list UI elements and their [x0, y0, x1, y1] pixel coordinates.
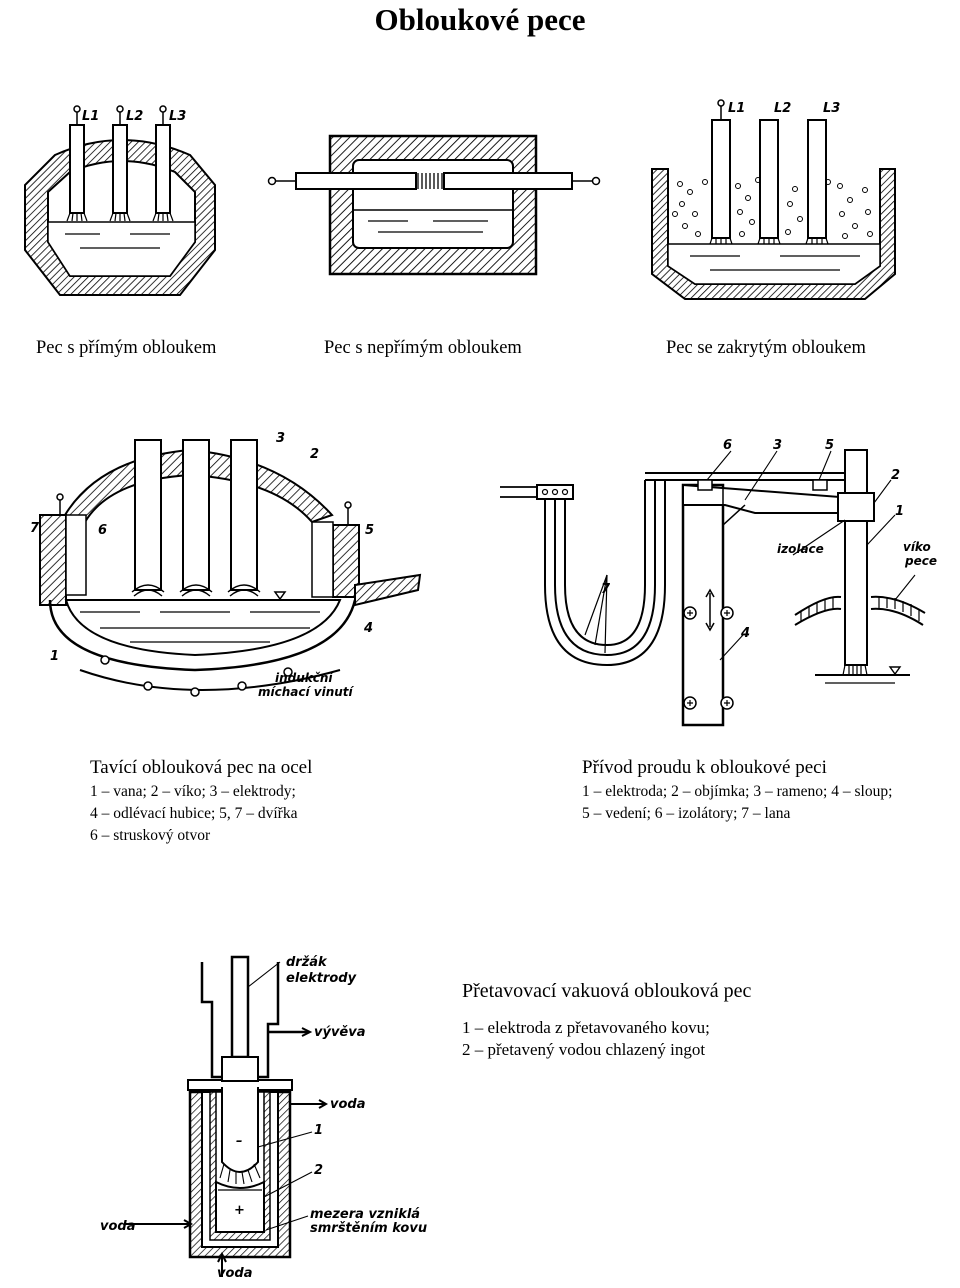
- steel-furnace-caption: Tavící oblouková pec na ocel 1 – vana; 2…: [90, 757, 312, 847]
- supply-legend-line-1: 1 – elektroda; 2 – objímka; 3 – rameno; …: [582, 783, 893, 800]
- supply-legend-line-2: 5 – vedení; 6 – izolátory; 7 – lana: [582, 805, 791, 822]
- steel-part-7: 7: [30, 521, 40, 536]
- vacuum-part-1: 1: [314, 1123, 323, 1138]
- holder-label-line1: držák: [286, 955, 328, 970]
- vacuum-heading: Přetavovací vakuová oblouková pec: [462, 980, 752, 1002]
- lid-label-line1: víko: [903, 540, 931, 554]
- water-out-label: voda: [330, 1097, 365, 1112]
- coil-label-line2: míchací vinutí: [258, 685, 355, 699]
- plus-sign: +: [234, 1203, 245, 1218]
- steel-legend-line-3: 6 – struskový otvor: [90, 827, 211, 844]
- steel-legend-line-2: 4 – odlévací hubice; 5, 7 – dvířka: [90, 805, 298, 822]
- electrode-label-l3-covered: L3: [823, 101, 840, 116]
- supply-part-7: 7: [601, 582, 611, 597]
- steel-part-4: 4: [363, 621, 373, 636]
- electrode-label-l3: L3: [169, 109, 186, 124]
- vacuum-arc-furnace-diagram: držák elektrody vývěva voda voda voda me…: [100, 955, 427, 1281]
- covered-arc-furnace-diagram: L1 L2 L3: [651, 99, 896, 300]
- steel-legend-line-1: 1 – vana; 2 – víko; 3 – elektrody;: [90, 783, 296, 800]
- steel-part-6: 6: [98, 523, 107, 538]
- supply-heading: Přívod proudu k obloukové peci: [582, 757, 827, 778]
- steel-part-2: 2: [310, 447, 319, 462]
- supply-part-4: 4: [740, 626, 750, 641]
- steel-furnace-heading: Tavící oblouková pec na ocel: [90, 757, 313, 778]
- electrode-label-l2: L2: [126, 109, 143, 124]
- holder-label-line2: elektrody: [286, 971, 357, 986]
- current-supply-diagram: 6 3 5 2 1 4 7 izolace víko pece: [500, 438, 937, 727]
- coil-label-line1: indukční: [275, 671, 334, 685]
- supply-part-5: 5: [825, 438, 834, 453]
- insulation-label: izolace: [777, 542, 824, 556]
- lid-label-line2: pece: [904, 554, 937, 568]
- vacuum-caption: Přetavovací vakuová oblouková pec 1 – el…: [462, 980, 751, 1061]
- electrode-label-l2-covered: L2: [774, 101, 791, 116]
- steel-arc-furnace-diagram: 1 2 3 4 5 6 7 indukční míchací vinutí: [30, 431, 422, 699]
- electrode-label-l1-covered: L1: [728, 101, 745, 116]
- gap-label-line2: smrštěním kovu: [310, 1221, 427, 1236]
- vacuum-legend-line-1: 1 – elektroda z přetavovaného kovu;: [462, 1018, 710, 1037]
- indirect-arc-furnace-diagram: [267, 134, 601, 276]
- steel-part-5: 5: [365, 523, 374, 538]
- supply-part-2: 2: [891, 468, 900, 483]
- gap-label-line1: mezera vzniklá: [310, 1207, 420, 1222]
- page-title: Obloukové pece: [374, 2, 586, 37]
- caption-indirect-arc: Pec s nepřímým obloukem: [324, 338, 522, 358]
- supply-caption: Přívod proudu k obloukové peci 1 – elekt…: [582, 757, 892, 825]
- electrode-label-l1: L1: [82, 109, 99, 124]
- vacuum-part-2: 2: [314, 1163, 323, 1178]
- steel-part-1: 1: [50, 649, 59, 664]
- direct-arc-furnace-diagram: L1 L2 L3: [24, 105, 216, 296]
- supply-part-6: 6: [723, 438, 732, 453]
- water-in-label: voda: [100, 1219, 135, 1234]
- supply-part-1: 1: [895, 504, 904, 519]
- caption-direct-arc: Pec s přímým obloukem: [36, 338, 217, 358]
- caption-covered-arc: Pec se zakrytým obloukem: [666, 338, 866, 358]
- water-bottom-label: voda: [217, 1266, 252, 1281]
- supply-part-3: 3: [773, 438, 782, 453]
- steel-part-3: 3: [276, 431, 285, 446]
- minus-sign: –: [236, 1134, 243, 1149]
- pump-label: vývěva: [314, 1025, 366, 1040]
- vacuum-legend-line-2: 2 – přetavený vodou chlazený ingot: [462, 1040, 706, 1059]
